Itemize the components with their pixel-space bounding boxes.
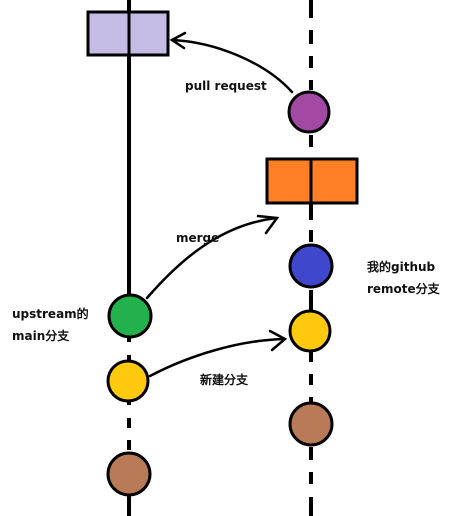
merge-label: merge — [176, 231, 220, 245]
pull-request-box — [86, 10, 170, 57]
remote-commit-yellow — [288, 309, 332, 353]
upstream-main-commit — [107, 293, 153, 339]
remote-branch-label-line1: 我的github — [367, 260, 436, 274]
remote-branch-label: 我的github remote分支 — [367, 256, 440, 300]
upstream-main-label-line1: upstream的 — [12, 307, 89, 321]
remote-commit-blue — [288, 243, 334, 289]
upstream-commit-brown — [106, 451, 152, 497]
pull-request-label: pull request — [185, 79, 267, 93]
remote-commit-purple — [287, 90, 331, 134]
merge-arrow — [145, 214, 280, 300]
remote-commit-brown — [288, 401, 334, 447]
upstream-main-label-line2: main分支 — [12, 329, 70, 343]
remote-branch-label-line2: remote分支 — [367, 282, 440, 296]
merge-box — [265, 157, 359, 205]
upstream-main-label: upstream的 main分支 — [12, 303, 89, 347]
new-branch-label: 新建分支 — [200, 373, 249, 387]
pull-request-arrow — [169, 31, 294, 94]
upstream-commit-yellow — [106, 359, 150, 403]
new-branch-arrow — [148, 329, 288, 378]
